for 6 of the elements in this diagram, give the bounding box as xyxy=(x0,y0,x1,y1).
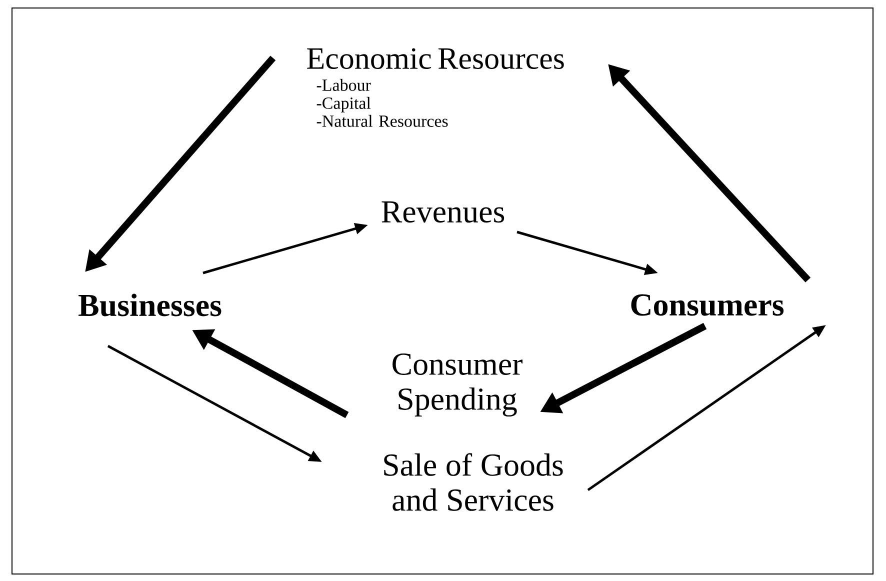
node-label: Revenues xyxy=(382,201,504,223)
node-label: Businesses xyxy=(78,294,222,316)
node-label: Consumer Spending xyxy=(392,353,522,417)
node-label: Consumers xyxy=(631,294,784,316)
heading-with-list: Economic Resources -Labour -Capital -Natural Resources xyxy=(307,48,564,127)
node-label: Sale of Goods and Services xyxy=(384,453,563,511)
